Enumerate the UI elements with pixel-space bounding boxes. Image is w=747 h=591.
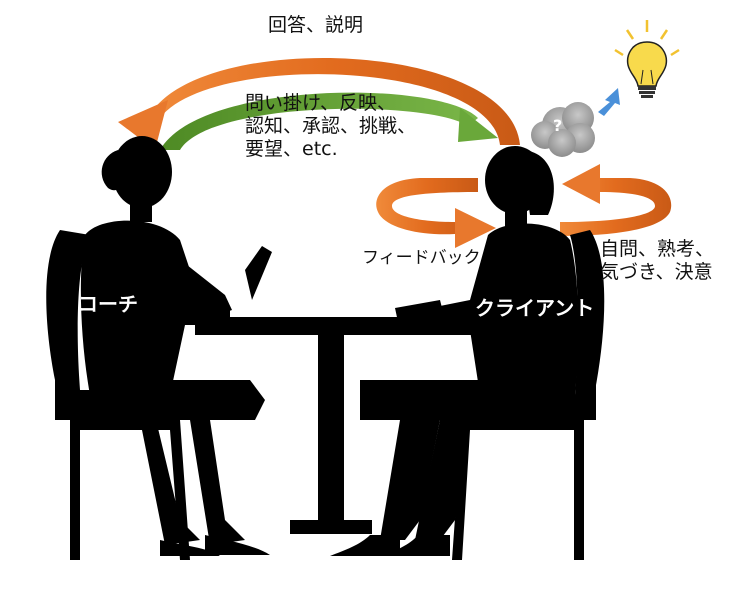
client-silhouette — [330, 146, 605, 560]
client-label: クライアント — [475, 296, 595, 320]
self-reflection-loop-arrow — [560, 164, 672, 236]
client-actions-line-2: 気づき、決意 — [600, 260, 713, 283]
feedback-loop-arrow — [376, 178, 496, 248]
client-actions-label: 自問、熟考、 気づき、決意 — [600, 238, 714, 284]
feedback-label: フィードバック — [362, 248, 481, 268]
table — [195, 317, 495, 534]
coach-actions-label: 問い掛け、反映、 認知、承認、挑戦、 要望、etc. — [245, 92, 416, 160]
coach-label: コーチ — [78, 292, 138, 316]
answer-arrow — [118, 57, 520, 150]
up-arrow-icon — [598, 88, 620, 116]
client-actions-line-1: 自問、熟考、 — [600, 238, 715, 260]
lightbulb-icon — [614, 20, 680, 98]
coach-actions-line-3: 要望、etc. — [245, 137, 338, 160]
question-arrow — [160, 92, 498, 150]
thought-cloud-icon — [528, 102, 595, 161]
answer-label: 回答、説明 — [268, 14, 364, 36]
coach-silhouette — [46, 136, 272, 560]
coach-actions-line-2: 認知、承認、挑戦、 — [245, 114, 417, 137]
question-mark: ? — [553, 116, 563, 135]
coach-actions-line-1: 問い掛け、反映、 — [245, 92, 397, 114]
